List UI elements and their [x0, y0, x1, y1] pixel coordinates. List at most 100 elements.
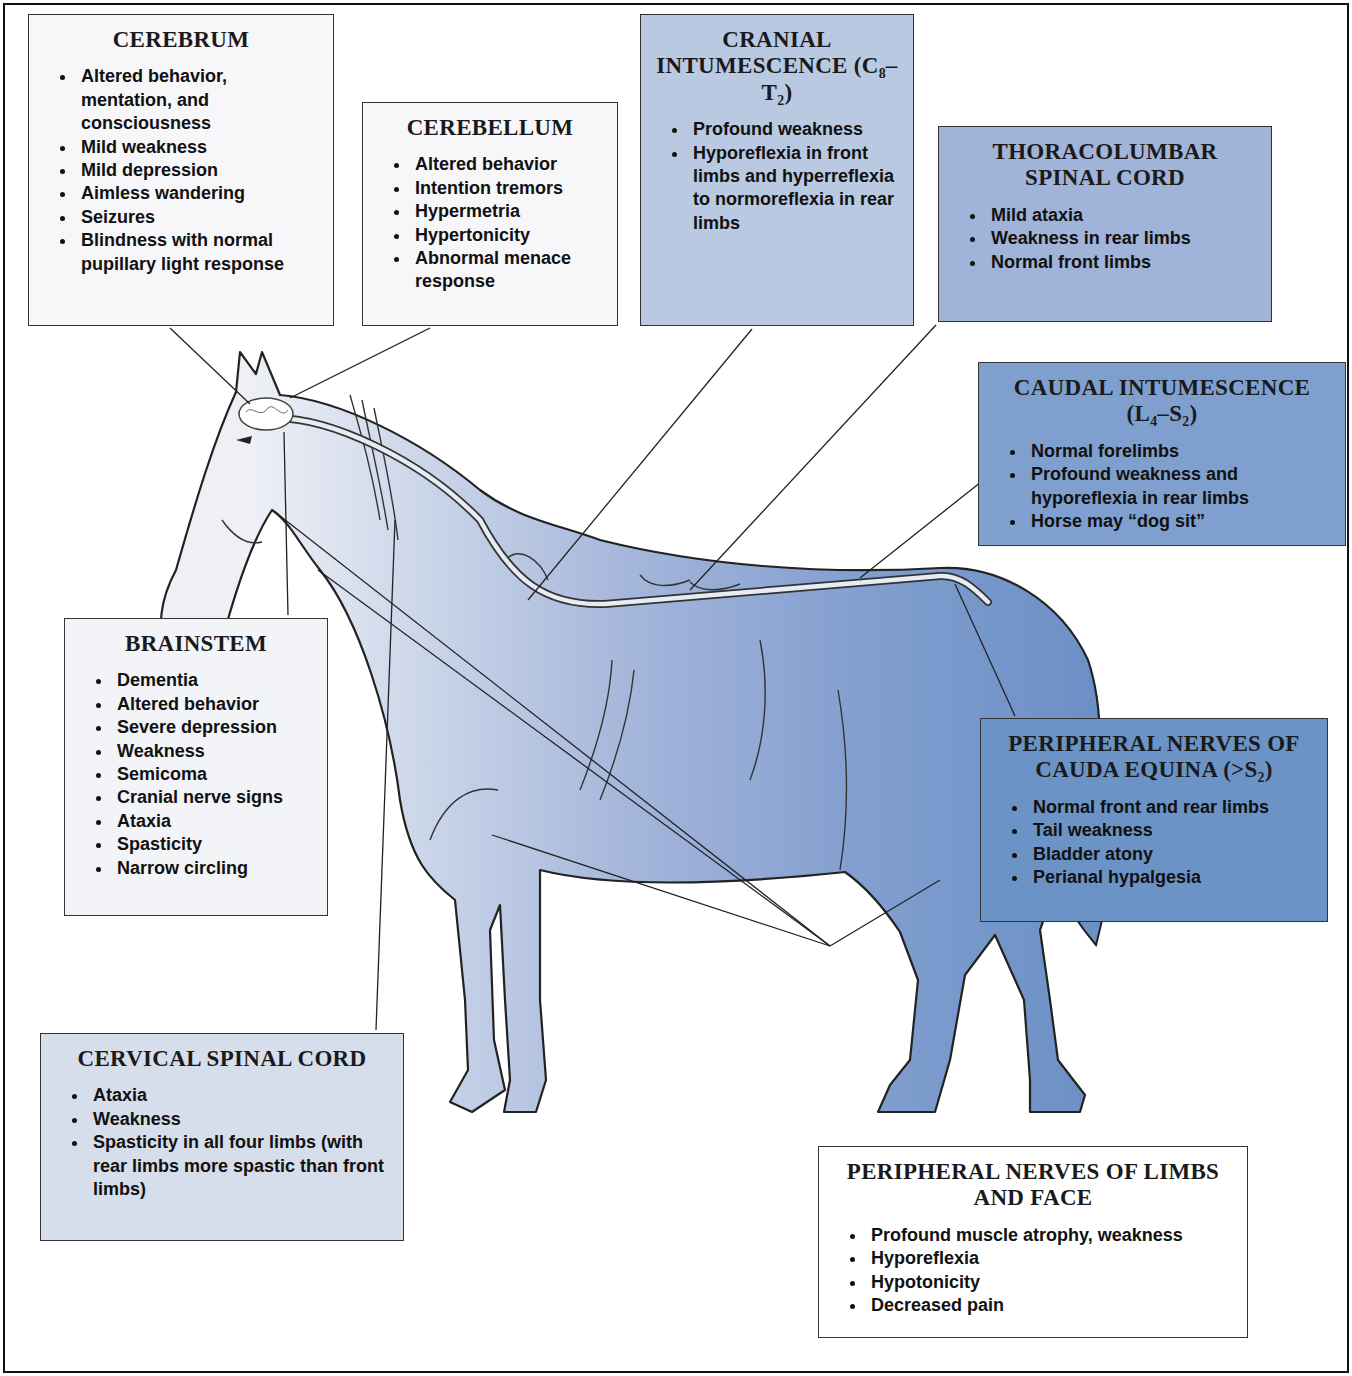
sign-item: Weakness — [113, 740, 313, 763]
clinical-sign: Weakness in rear limbs — [991, 228, 1191, 248]
clinical-sign: Cranial nerve signs — [117, 787, 283, 807]
sign-item: Narrow circling — [113, 857, 313, 880]
sign-list: DementiaAltered behaviorSevere depressio… — [79, 669, 313, 880]
clinical-sign: Altered behavior — [415, 154, 557, 174]
region-heading: CEREBRUM — [43, 27, 319, 53]
region-box: BRAINSTEM DementiaAltered behaviorSevere … — [64, 618, 328, 916]
clinical-sign: Intention tremors — [415, 178, 563, 198]
clinical-sign: Mild ataxia — [991, 205, 1083, 225]
clinical-sign: Weakness — [117, 741, 205, 761]
sign-item: Intention tremors — [411, 177, 603, 200]
sign-item: Hyporeflexia in front limbs and hyperref… — [689, 142, 899, 236]
sign-item: Perianal hypalgesia — [1029, 866, 1313, 889]
clinical-sign: Semicoma — [117, 764, 207, 784]
sign-item: Semicoma — [113, 763, 313, 786]
sign-list: Normal forelimbsProfound weakness and hy… — [993, 440, 1331, 534]
clinical-sign: Ataxia — [93, 1085, 147, 1105]
clinical-sign: Dementia — [117, 670, 198, 690]
clinical-sign: Horse may “dog sit” — [1031, 511, 1205, 531]
clinical-sign: Hypertonicity — [415, 225, 530, 245]
sign-item: Spasticity — [113, 833, 313, 856]
clinical-sign: Aimless wandering — [81, 183, 245, 203]
clinical-sign: Hyporeflexia — [871, 1248, 979, 1268]
region-box: CEREBELLUM Altered behaviorIntention trem… — [362, 102, 618, 326]
sign-item: Weakness — [89, 1108, 389, 1131]
clinical-sign: Profound muscle atrophy, weakness — [871, 1225, 1183, 1245]
spinal-cord-outer — [275, 418, 988, 604]
sign-item: Severe depression — [113, 716, 313, 739]
sign-item: Profound weakness and hyporeflexia in re… — [1027, 463, 1331, 510]
clinical-sign: Mild weakness — [81, 137, 207, 157]
sign-item: Aimless wandering — [77, 182, 319, 205]
sign-item: Hypermetria — [411, 200, 603, 223]
region-heading: CEREBELLUM — [377, 115, 603, 141]
clinical-sign: Spasticity in all four limbs (with rear … — [93, 1132, 384, 1199]
sign-item: Ataxia — [113, 810, 313, 833]
sign-item: Mild weakness — [77, 136, 319, 159]
sign-item: Mild depression — [77, 159, 319, 182]
sign-item: Hyporeflexia — [867, 1247, 1233, 1270]
sign-item: Altered behavior — [113, 693, 313, 716]
sign-list: AtaxiaWeaknessSpasticity in all four lim… — [55, 1084, 389, 1201]
region-heading: BRAINSTEM — [79, 631, 313, 657]
sign-item: Blindness with normal pupillary light re… — [77, 229, 319, 276]
sign-list: Altered behaviorIntention tremorsHyperme… — [377, 153, 603, 293]
region-box: CRANIAL INTUMESCENCE (C₈–T₂) Profound wea… — [640, 14, 914, 326]
region-box: PERIPHERAL NERVES OF CAUDA EQUINA (>S₂) N… — [980, 718, 1328, 922]
region-box: PERIPHERAL NERVES OF LIMBS AND FACE Profo… — [818, 1146, 1248, 1338]
sign-item: Seizures — [77, 206, 319, 229]
clinical-sign: Normal front and rear limbs — [1033, 797, 1269, 817]
region-heading: THORACOLUMBAR SPINAL CORD — [953, 139, 1257, 192]
sign-item: Profound muscle atrophy, weakness — [867, 1224, 1233, 1247]
sign-list: Altered behavior, mentation, and conscio… — [43, 65, 319, 276]
clinical-sign: Hypotonicity — [871, 1272, 980, 1292]
clinical-sign: Altered behavior, mentation, and conscio… — [81, 66, 227, 133]
clinical-sign: Seizures — [81, 207, 155, 227]
sign-item: Hypotonicity — [867, 1271, 1233, 1294]
clinical-sign: Severe depression — [117, 717, 277, 737]
frame — [4, 4, 1348, 1372]
sign-item: Normal front and rear limbs — [1029, 796, 1313, 819]
sign-list: Normal front and rear limbsTail weakness… — [995, 796, 1313, 890]
clinical-sign: Hypermetria — [415, 201, 520, 221]
sign-item: Weakness in rear limbs — [987, 227, 1257, 250]
horse-brain — [239, 398, 293, 430]
region-box: CEREBRUM Altered behavior, mentation, and… — [28, 14, 334, 326]
sign-item: Mild ataxia — [987, 204, 1257, 227]
sign-item: Ataxia — [89, 1084, 389, 1107]
clinical-sign: Bladder atony — [1033, 844, 1153, 864]
clinical-sign: Tail weakness — [1033, 820, 1153, 840]
region-heading: CAUDAL INTUMESCENCE (L₄–S₂) — [993, 375, 1331, 428]
spinal-cord-inner — [275, 418, 988, 604]
region-heading: PERIPHERAL NERVES OF CAUDA EQUINA (>S₂) — [995, 731, 1313, 784]
clinical-sign: Spasticity — [117, 834, 202, 854]
sign-item: Dementia — [113, 669, 313, 692]
region-heading: CERVICAL SPINAL CORD — [55, 1046, 389, 1072]
clinical-sign: Weakness — [93, 1109, 181, 1129]
clinical-sign: Normal front limbs — [991, 252, 1151, 272]
clinical-sign: Ataxia — [117, 811, 171, 831]
sign-item: Altered behavior, mentation, and conscio… — [77, 65, 319, 135]
clinical-sign: Profound weakness — [693, 119, 863, 139]
brain-folds — [246, 407, 288, 413]
horse-eye — [236, 436, 252, 444]
region-heading: CRANIAL INTUMESCENCE (C₈–T₂) — [655, 27, 899, 106]
clinical-sign: Decreased pain — [871, 1295, 1004, 1315]
clinical-sign: Blindness with normal pupillary light re… — [81, 230, 284, 273]
clinical-sign: Perianal hypalgesia — [1033, 867, 1201, 887]
clinical-sign: Mild depression — [81, 160, 218, 180]
clinical-sign: Narrow circling — [117, 858, 248, 878]
sign-item: Altered behavior — [411, 153, 603, 176]
region-heading: PERIPHERAL NERVES OF LIMBS AND FACE — [833, 1159, 1233, 1212]
sign-item: Bladder atony — [1029, 843, 1313, 866]
sign-item: Hypertonicity — [411, 224, 603, 247]
sign-item: Spasticity in all four limbs (with rear … — [89, 1131, 389, 1201]
sign-item: Tail weakness — [1029, 819, 1313, 842]
sign-item: Abnormal menace response — [411, 247, 603, 294]
sign-list: Profound muscle atrophy, weaknessHyporef… — [833, 1224, 1233, 1318]
region-box: CERVICAL SPINAL CORD AtaxiaWeaknessSpasti… — [40, 1033, 404, 1241]
sign-item: Horse may “dog sit” — [1027, 510, 1331, 533]
sign-item: Normal front limbs — [987, 251, 1257, 274]
region-box: CAUDAL INTUMESCENCE (L₄–S₂) Normal foreli… — [978, 362, 1346, 546]
